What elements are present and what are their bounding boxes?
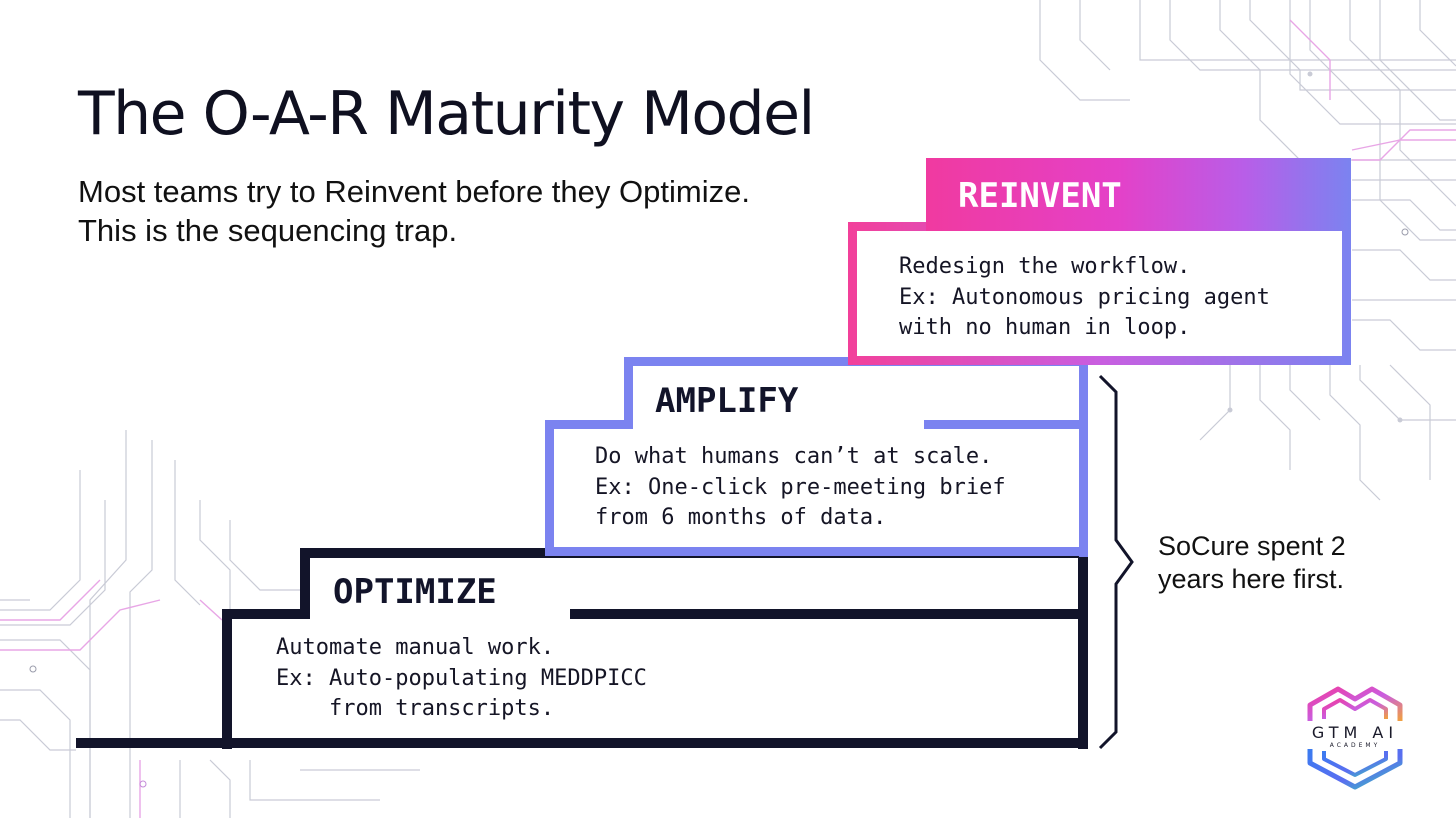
logo-subtext: ACADEMY <box>1329 742 1381 749</box>
optimize-stage-label: OPTIMIZE <box>333 572 497 612</box>
reinvent-stage-description: Redesign the workflow. Ex: Autonomous pr… <box>899 254 1270 340</box>
amplify-stage-label: AMPLIFY <box>655 381 799 421</box>
amplify-step-top-border <box>624 357 1088 366</box>
page-title: The O-A-R Maturity Model <box>78 79 815 149</box>
optimize-step-right-border <box>1078 548 1088 748</box>
reinvent-step-tab <box>926 158 1351 231</box>
gtm-ai-academy-logo-icon <box>1307 686 1403 790</box>
amplify-step-right-border <box>1079 357 1088 557</box>
reinvent-step-box <box>848 222 1351 365</box>
socure-note: SoCure spent 2 years here first. <box>1158 531 1346 594</box>
reinvent-stage-label: REINVENT <box>958 176 1122 216</box>
optimize-step-box <box>222 609 1088 749</box>
logo-text: GTM AI <box>1311 723 1399 742</box>
page-subtitle: Most teams try to Reinvent before they O… <box>78 174 750 248</box>
optimize-stage-description: Automate manual work. Ex: Auto-populatin… <box>276 635 647 721</box>
curly-brace-icon <box>1098 374 1134 750</box>
amplify-stage-description: Do what humans can’t at scale. Ex: One-c… <box>595 444 1006 530</box>
staircase-baseline <box>76 738 1088 748</box>
